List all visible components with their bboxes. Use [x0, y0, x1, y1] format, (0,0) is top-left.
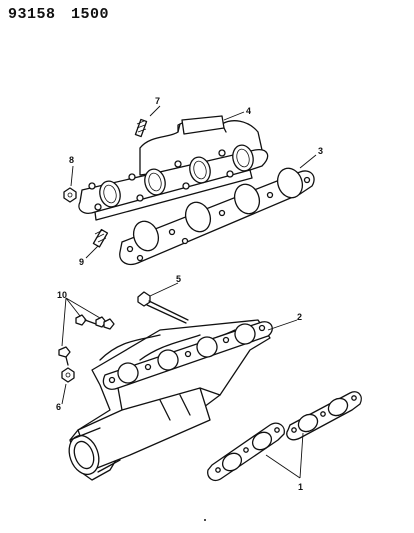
callout-3: 3: [318, 146, 323, 156]
callout-1: 1: [298, 482, 303, 492]
callout-labels: 7 4 3 8 9 5 10 2 6 1: [56, 96, 323, 492]
callout-7: 7: [155, 96, 160, 106]
callout-5: 5: [176, 274, 181, 284]
exhaust-manifold-gasket: [119, 167, 315, 266]
diagram-code-1: 93158: [8, 6, 56, 23]
diagram-code-2: 1500: [71, 6, 110, 23]
callout-9: 9: [79, 257, 84, 267]
callout-6: 6: [56, 402, 61, 412]
callout-10: 10: [57, 290, 67, 300]
stud-part-7: [134, 118, 148, 138]
stud-part-9: [92, 228, 109, 248]
dot-mark: [204, 519, 206, 521]
callout-8: 8: [69, 155, 74, 165]
bolts-part-10: [58, 314, 115, 366]
stud-part-6: [61, 367, 75, 383]
leader-lines: [61, 105, 317, 479]
diagram-header: 93158 1500: [8, 6, 115, 23]
intake-manifold: [68, 319, 273, 481]
callout-4: 4: [246, 106, 251, 116]
callout-2: 2: [297, 312, 302, 322]
nut-part-8: [63, 187, 77, 203]
bolt-part-5: [137, 291, 189, 324]
intake-manifold-gaskets: [207, 391, 362, 482]
exhaust-manifold: [78, 115, 269, 221]
